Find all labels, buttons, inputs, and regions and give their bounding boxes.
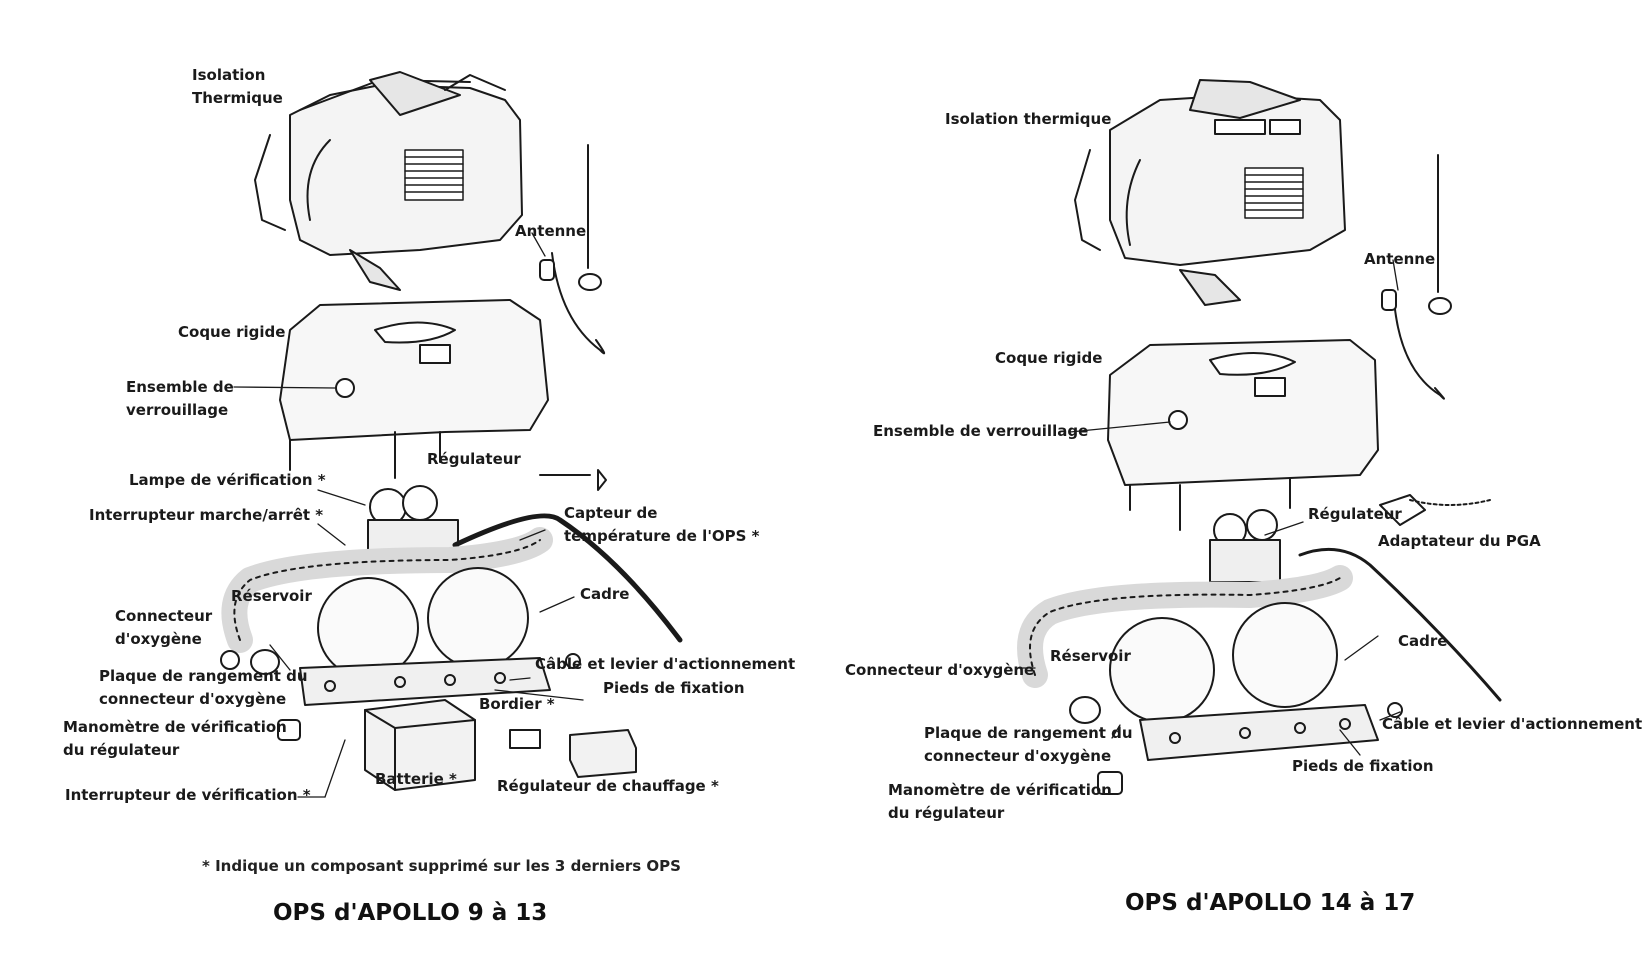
label-right-verrouillage: Ensemble de verrouillage <box>873 422 1089 440</box>
right-tanks <box>1110 603 1337 722</box>
left-gauge <box>278 720 300 740</box>
label-right-pieds: Pieds de fixation <box>1292 757 1434 775</box>
right-leader-lines <box>1018 260 1400 755</box>
left-us-flag-icon <box>405 150 463 200</box>
label-left-coque: Coque rigide <box>178 323 286 341</box>
label-right-cadre: Cadre <box>1398 632 1448 650</box>
right-stowage-plate <box>1070 697 1100 723</box>
right-thermal-insulation <box>1075 80 1345 305</box>
right-gauge <box>1098 772 1122 794</box>
label-right-coque: Coque rigide <box>995 349 1103 367</box>
right-pga-adapter <box>1380 495 1490 525</box>
label-left-interrupteur: Interrupteur marche/arrêt * <box>89 506 324 524</box>
label-left-antenne: Antenne <box>515 222 587 240</box>
left-footnote: * Indique un composant supprimé sur les … <box>202 857 681 875</box>
label-left-manometre: Manomètre de vérification du régulateur <box>63 718 287 759</box>
label-right-pga: Adaptateur du PGA <box>1378 532 1541 550</box>
right-frame <box>1140 703 1402 760</box>
label-right-antenne: Antenne <box>1364 250 1436 268</box>
right-hard-shell <box>1108 340 1378 530</box>
label-left-cadre: Cadre <box>580 585 630 603</box>
label-left-capteur: Capteur de température de l'OPS * <box>564 504 760 545</box>
right-oxygen-hose <box>1030 578 1340 675</box>
label-right-regulateur: Régulateur <box>1308 505 1402 523</box>
right-title: OPS d'APOLLO 14 à 17 <box>1125 890 1416 916</box>
right-us-flag-icon <box>1245 168 1303 218</box>
label-left-connecteur: Connecteur d'oxygène <box>115 607 213 648</box>
label-right-cable: Câble et levier d'actionnement <box>1382 715 1643 733</box>
label-left-isolation: Isolation Thermique <box>192 66 283 107</box>
label-left-cable: Câble et levier d'actionnement <box>535 655 796 673</box>
left-battery <box>365 700 475 790</box>
label-left-chauffage: Régulateur de chauffage * <box>497 777 719 795</box>
label-right-reservoir: Réservoir <box>1050 647 1131 665</box>
right-antenna <box>1382 155 1451 399</box>
label-left-reservoir: Réservoir <box>231 587 312 605</box>
label-left-batterie: Batterie * <box>375 770 457 788</box>
left-title: OPS d'APOLLO 9 à 13 <box>273 900 548 926</box>
label-left-lampe: Lampe de vérification * <box>129 471 326 489</box>
label-right-connecteur: Connecteur d'oxygène <box>845 661 1035 679</box>
label-left-pieds: Pieds de fixation <box>603 679 745 697</box>
label-right-isolation: Isolation thermique <box>945 110 1112 128</box>
label-left-interrupteur-verif: Interrupteur de vérification * <box>65 786 311 804</box>
left-leader-lines <box>234 233 583 797</box>
right-cable <box>1300 549 1500 700</box>
label-left-bordier: Bordier * <box>479 695 555 713</box>
right-regulator <box>1210 510 1280 582</box>
left-thermal-insulation <box>255 72 522 290</box>
label-right-plaque: Plaque de rangement du connecteur d'oxyg… <box>924 724 1133 765</box>
left-frame <box>300 654 580 705</box>
left-oxygen-hose <box>234 540 540 640</box>
label-right-manometre: Manomètre de vérification du régulateur <box>888 781 1112 822</box>
left-tanks <box>318 568 528 678</box>
left-heater-regulator <box>510 730 636 777</box>
left-stowage-plate <box>221 650 279 674</box>
label-left-verrouillage: Ensemble de verrouillage <box>126 378 234 419</box>
left-hard-shell <box>280 300 548 478</box>
left-sensor-cable <box>455 516 680 640</box>
left-antenna <box>540 145 604 353</box>
label-left-plaque: Plaque de rangement du connecteur d'oxyg… <box>99 667 308 708</box>
label-left-regulateur: Régulateur <box>427 450 521 468</box>
